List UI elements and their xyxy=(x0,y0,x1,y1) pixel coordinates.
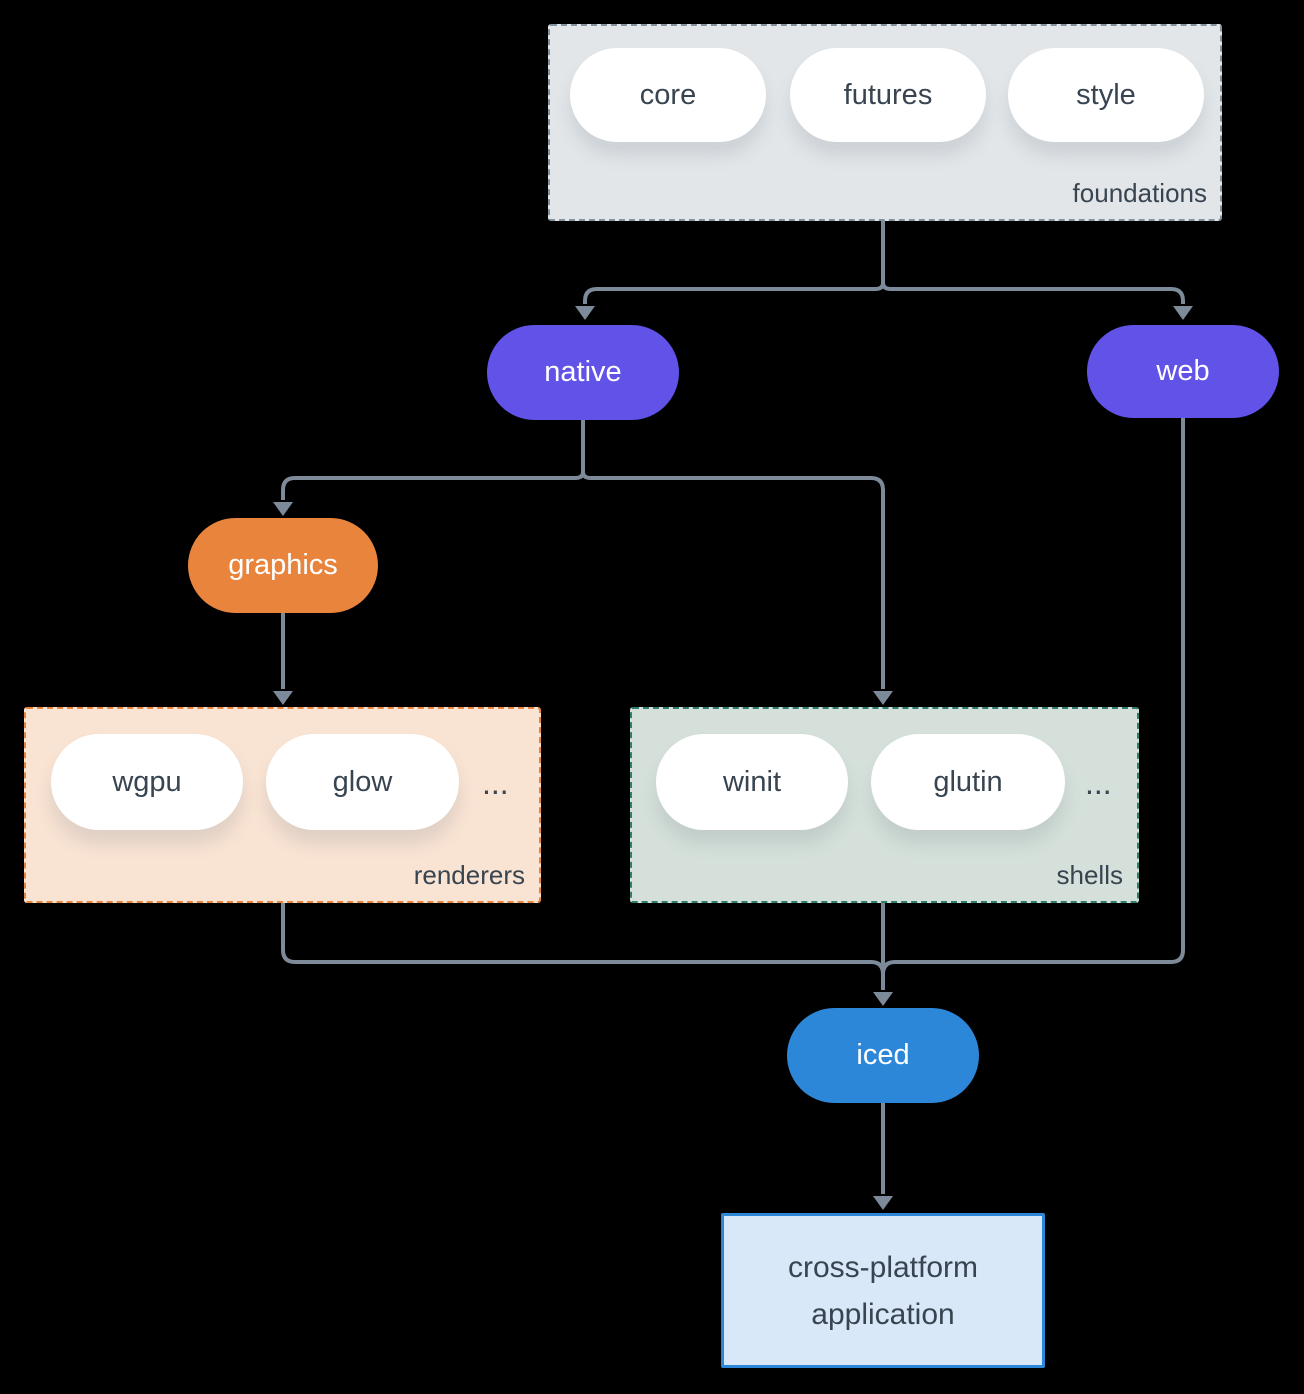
edge-foundations-to-native xyxy=(583,217,885,304)
pill-wgpu: wgpu xyxy=(51,734,243,830)
node-graphics: graphics xyxy=(188,518,378,613)
node-iced: iced xyxy=(787,1008,979,1103)
arrowhead-iced xyxy=(873,992,893,1006)
node-web: web xyxy=(1087,325,1279,418)
pill-glutin-label: glutin xyxy=(933,765,1003,798)
pill-core-label: core xyxy=(639,78,697,111)
node-application-label: cross-platform application xyxy=(787,1250,979,1331)
pill-core: core xyxy=(570,48,766,142)
group-foundations-label: foundations xyxy=(1072,178,1207,208)
node-native-label: native xyxy=(544,356,622,388)
arrowhead-shells xyxy=(873,691,893,705)
group-shells-label: shells xyxy=(1056,860,1123,890)
pill-winit-label: winit xyxy=(722,765,781,798)
node-application: cross-platform application xyxy=(721,1213,1045,1368)
edge-native-to-graphics xyxy=(281,420,585,500)
pill-wgpu-label: wgpu xyxy=(112,765,182,798)
pill-glow: glow xyxy=(266,734,459,830)
renderers-ellipsis: ... xyxy=(482,765,509,801)
pill-style-label: style xyxy=(1076,78,1136,111)
pill-futures-label: futures xyxy=(843,78,933,111)
arrowhead-web xyxy=(1173,306,1193,320)
shells-ellipsis: ... xyxy=(1085,765,1112,801)
arrowhead-renderers xyxy=(273,691,293,705)
pill-futures: futures xyxy=(790,48,986,142)
group-renderers-label: renderers xyxy=(413,860,525,890)
group-foundations: core futures style foundations xyxy=(548,24,1222,221)
pill-winit: winit xyxy=(656,734,848,830)
node-native: native xyxy=(487,325,679,420)
arrowhead-application xyxy=(873,1196,893,1210)
pill-style: style xyxy=(1008,48,1204,142)
node-graphics-label: graphics xyxy=(228,549,338,581)
edge-renderers-to-iced xyxy=(281,899,885,975)
group-shells: winit glutin ... shells xyxy=(630,707,1139,903)
pill-glutin: glutin xyxy=(871,734,1065,830)
edge-native-to-shells xyxy=(581,471,885,689)
arrowhead-graphics xyxy=(273,502,293,516)
arrowhead-native xyxy=(575,306,595,320)
pill-glow-label: glow xyxy=(332,765,393,798)
group-renderers: wgpu glow ... renderers xyxy=(24,707,541,903)
node-web-label: web xyxy=(1156,355,1210,387)
edge-foundations-to-web xyxy=(881,282,1185,304)
node-iced-label: iced xyxy=(856,1039,910,1071)
